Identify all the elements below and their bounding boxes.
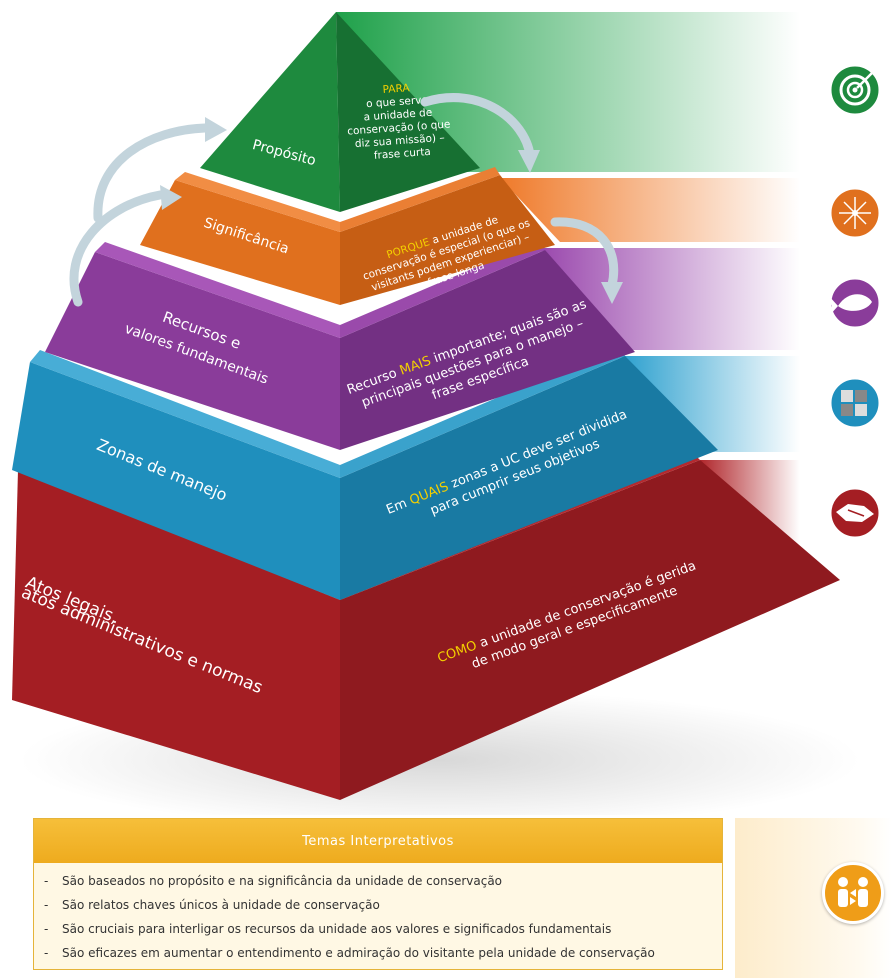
themes-list: -São baseados no propósito e na signific… xyxy=(34,863,722,969)
arrowhead-2 xyxy=(205,117,227,142)
tier-significancia: Significância PORQUE a unidade de conser… xyxy=(140,167,555,305)
target-icon xyxy=(828,63,882,117)
fish-icon xyxy=(828,276,882,330)
themes-panel: Temas Interpretativos -São baseados no p… xyxy=(33,818,723,970)
list-item: -São eficazes em aumentar o entendimento… xyxy=(44,946,655,960)
cycle-arrows xyxy=(69,93,619,307)
handshake-icon xyxy=(828,486,882,540)
arrow-heads xyxy=(160,117,623,304)
arrowhead-3 xyxy=(518,150,540,173)
themes-header: Temas Interpretativos xyxy=(34,819,722,863)
proposito-keyword: PARA xyxy=(382,82,410,96)
list-item: -São relatos chaves únicos à unidade de … xyxy=(44,898,380,912)
tier-proposito: Propósito PARA o que serve a unidade de … xyxy=(200,12,480,212)
people-arrows-icon xyxy=(822,862,884,924)
starburst-icon xyxy=(828,186,882,240)
arrowhead-1 xyxy=(160,185,182,210)
arrow-right-upper xyxy=(420,93,535,160)
proposito-description: PARA o que serve a unidade de conservaçã… xyxy=(344,79,456,163)
list-item: -São baseados no propósito e na signific… xyxy=(44,874,503,888)
arrowhead-4 xyxy=(601,282,623,304)
puzzle-icon xyxy=(828,376,882,430)
list-item: -São cruciais para interligar os recurso… xyxy=(44,922,612,936)
arrow-left-upper xyxy=(93,123,210,223)
arrow-left-lower xyxy=(69,190,165,307)
arrow-right-lower xyxy=(550,217,619,290)
pyramid-diagram: Atos legais, atos administrativos e norm… xyxy=(12,12,882,815)
